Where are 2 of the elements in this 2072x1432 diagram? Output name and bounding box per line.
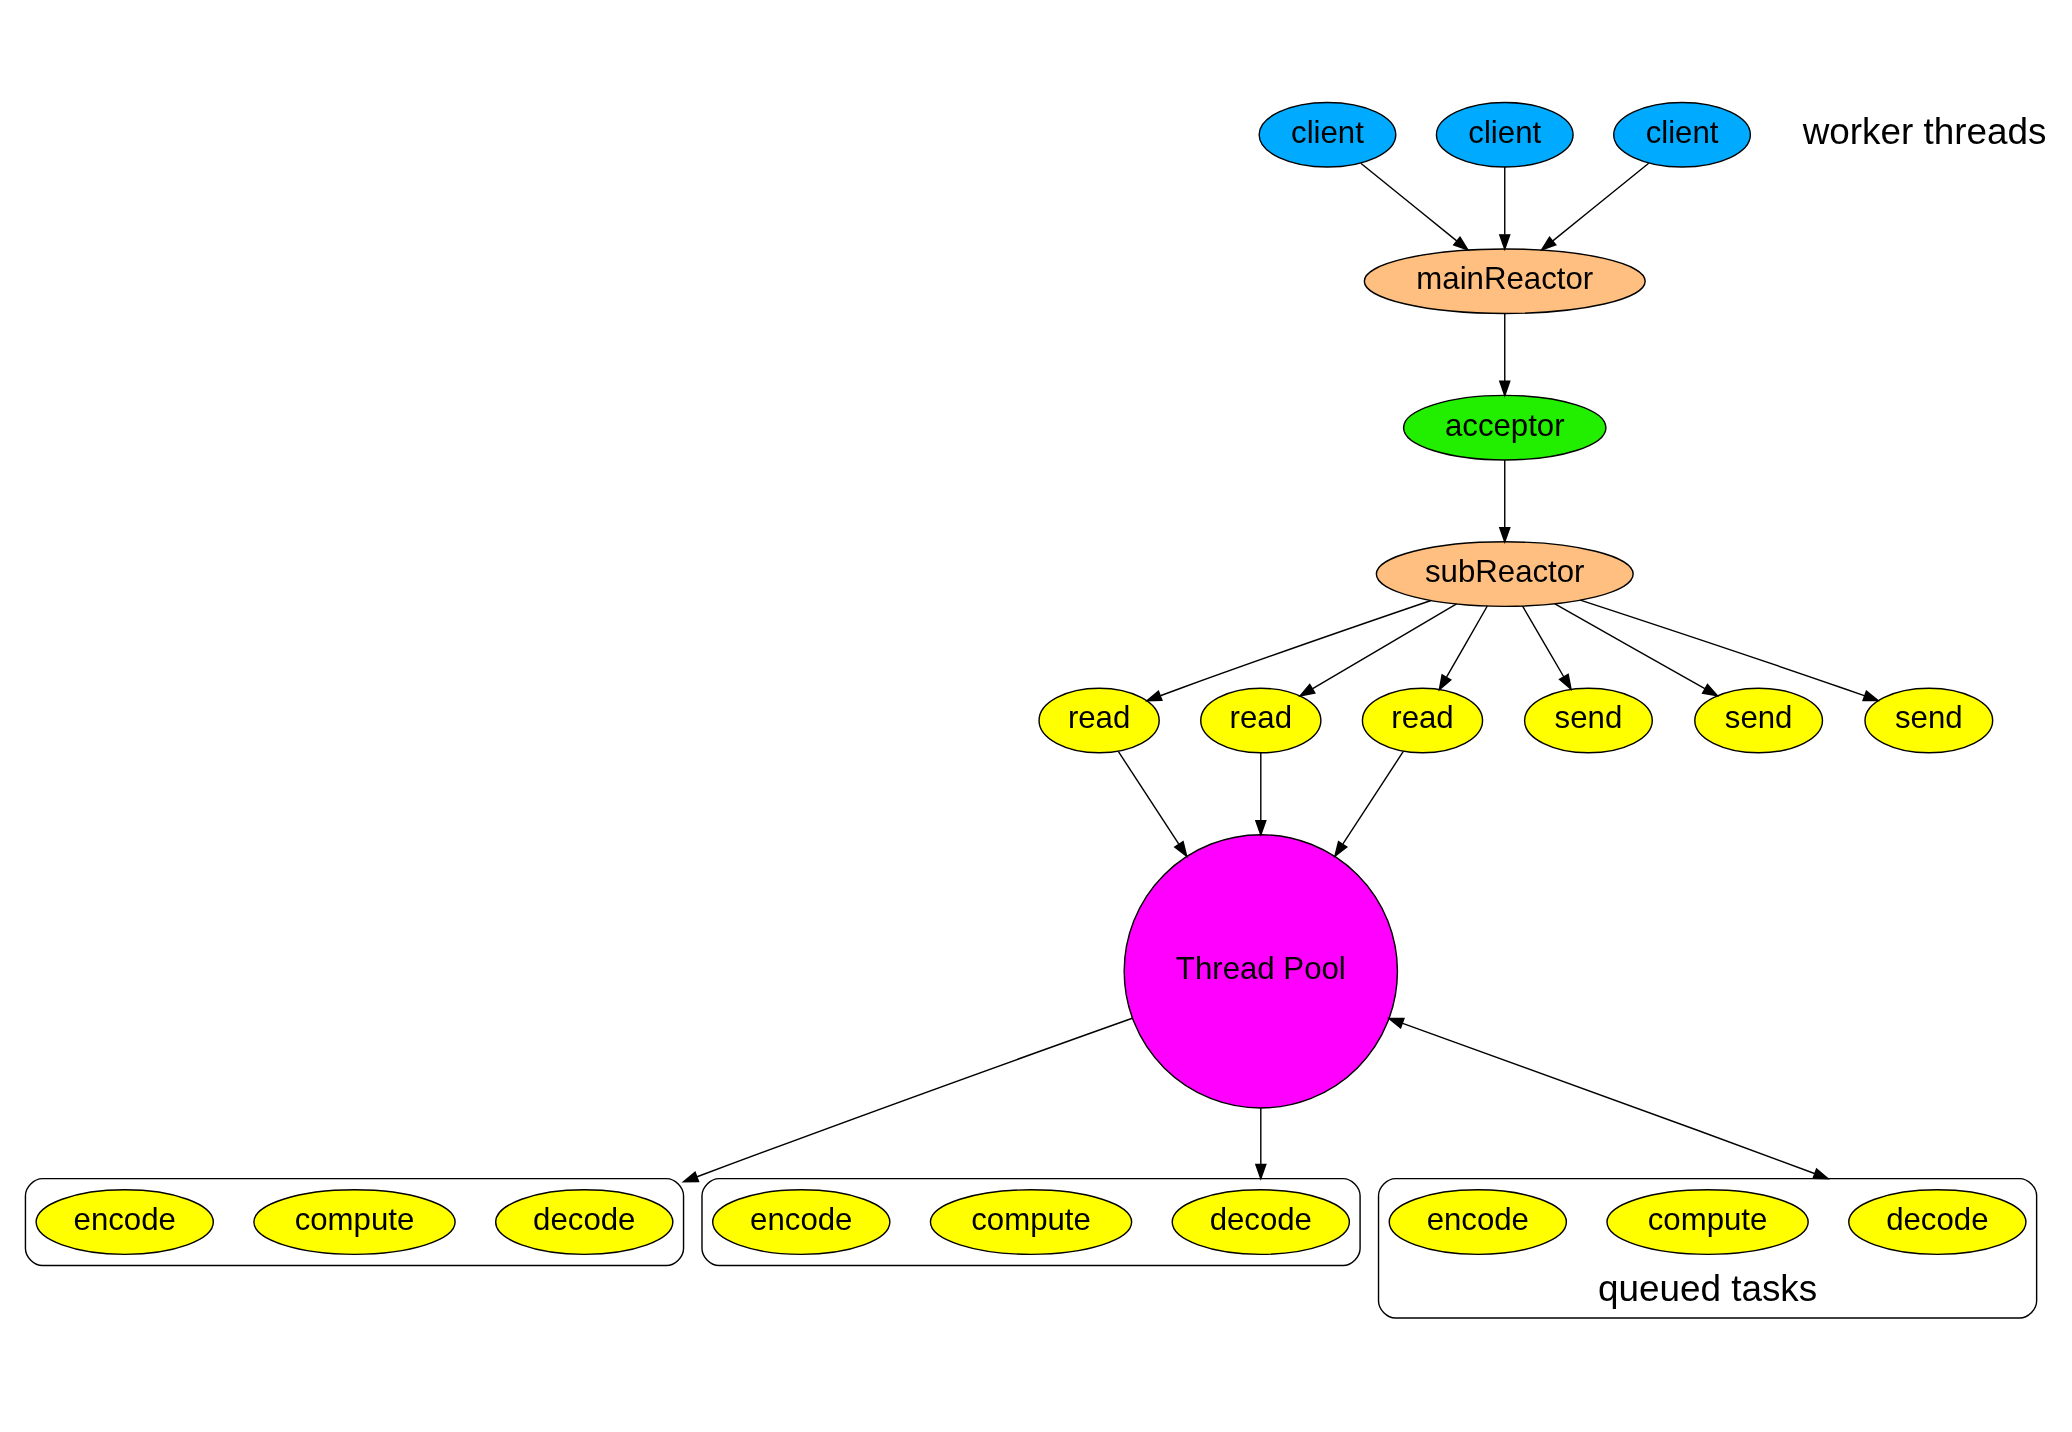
node-label: queued tasks — [1597, 1267, 1818, 1309]
label: worker threads — [1802, 110, 2047, 152]
